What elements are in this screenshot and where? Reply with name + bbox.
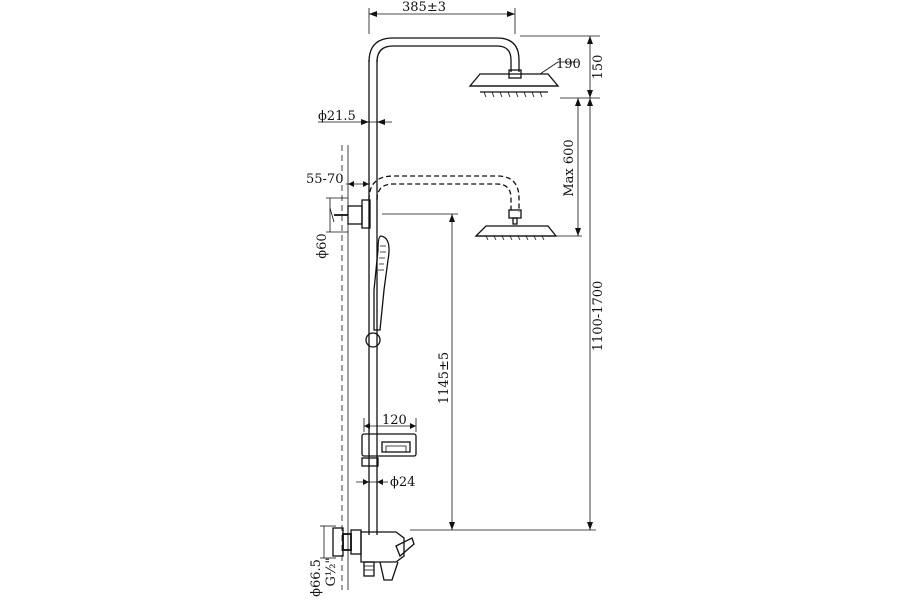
dimension-lines <box>318 8 600 559</box>
soap-shelf <box>361 433 417 467</box>
dim-bracket-diameter: ϕ60 <box>315 233 330 258</box>
dim-pipe-diameter: ϕ21.5 <box>318 109 356 124</box>
dim-arm-reach: 385±3 <box>402 0 446 15</box>
dim-inlet-thread: G½" <box>324 558 339 587</box>
mixer-valve <box>332 527 415 581</box>
main-riser-pipe <box>368 60 378 535</box>
dim-lower-height: 1145±5 <box>437 352 452 404</box>
dim-shelf-width: 120 <box>382 413 407 428</box>
dim-max-adjust: Max 600 <box>562 139 577 196</box>
dim-head-drop: 150 <box>591 55 606 80</box>
top-shower-arm <box>368 37 522 79</box>
dim-flange-diameter: ϕ66.5 <box>309 559 324 597</box>
wall-hatch <box>341 145 349 590</box>
hand-shower <box>365 235 390 348</box>
dim-wall-gap: 55-70 <box>306 172 343 187</box>
wall-bracket <box>329 199 371 229</box>
dim-total-height: 1100-1700 <box>591 281 606 352</box>
dim-head-diameter: 190 <box>556 57 581 72</box>
lower-shower-head <box>474 225 558 241</box>
dim-lower-pipe-diameter: ϕ24 <box>390 475 415 490</box>
lower-shower-arm <box>368 175 522 225</box>
top-shower-head <box>468 73 560 98</box>
